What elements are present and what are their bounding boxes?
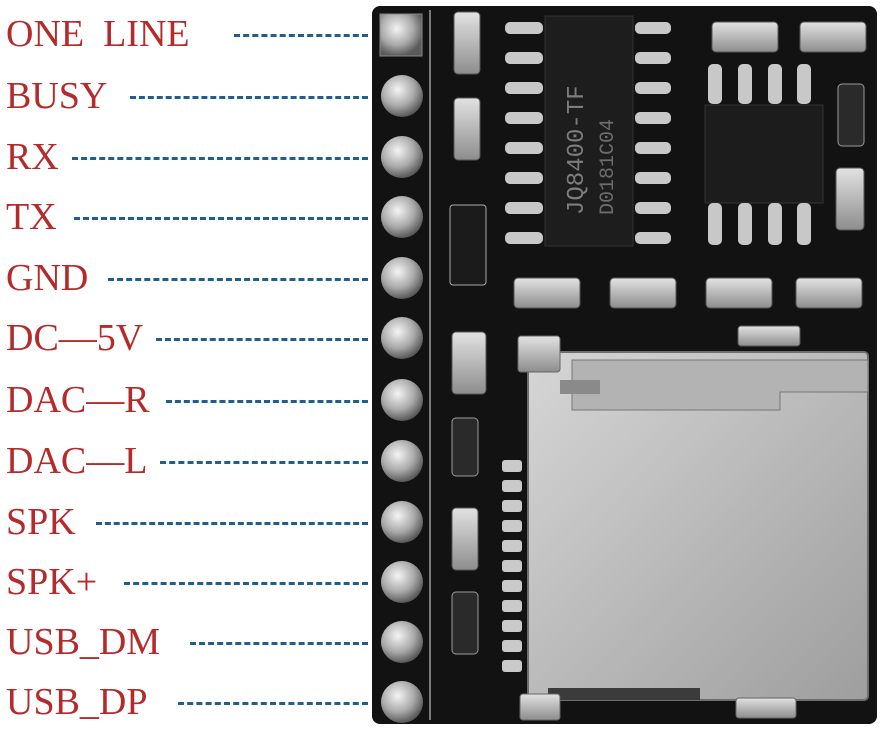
header-pad (381, 379, 423, 421)
header-pad (381, 196, 423, 238)
header-pad (381, 75, 423, 117)
header-pad-square (379, 13, 423, 57)
pin-label-tx: TX (6, 196, 57, 238)
header-pad (381, 317, 423, 359)
leader-line-spk (96, 522, 368, 525)
leader-line-usb-dm (190, 642, 368, 645)
leader-line-dc-5v (156, 338, 368, 341)
leader-line-one-line (234, 34, 368, 37)
sd-card-slot (502, 335, 869, 721)
pin-label-dac-r: DAC—R (6, 379, 150, 421)
leader-line-dac-l (160, 461, 368, 464)
leader-line-spk-plus (124, 582, 368, 585)
pin-label-spk-plus: SPK+ (6, 561, 98, 603)
pin-label-dac-l: DAC—L (6, 440, 148, 482)
header-pad (381, 440, 423, 482)
leader-line-gnd (108, 278, 368, 281)
main-chip: JQ8400-TF D0181C04 (505, 15, 671, 247)
header-pads (379, 13, 423, 723)
pin-label-gnd: GND (6, 257, 89, 299)
pin-label-busy: BUSY (6, 75, 108, 117)
header-pad (381, 561, 423, 603)
chip-marking-line-2: D0181C04 (597, 119, 620, 215)
leader-line-rx (72, 157, 368, 160)
amplifier-chip (704, 64, 824, 245)
pin-label-usb-dp: USB_DP (6, 681, 148, 723)
chip-marking-line-1: JQ8400-TF (564, 85, 591, 215)
smd-components (449, 11, 867, 655)
leader-line-busy (130, 96, 368, 99)
header-pad (381, 681, 423, 723)
header-pad (381, 136, 423, 178)
header-pad (381, 501, 423, 543)
pin-label-rx: RX (6, 136, 59, 178)
pin-label-one-line: ONE LINE (6, 13, 190, 55)
pin-label-usb-dm: USB_DM (6, 621, 161, 663)
leader-line-tx (74, 217, 368, 220)
leader-line-dac-r (166, 400, 368, 403)
leader-line-usb-dp (178, 702, 368, 705)
header-pad (381, 257, 423, 299)
pin-label-dc-5v: DC—5V (6, 317, 144, 359)
pin-label-spk: SPK (6, 501, 76, 543)
header-pad (381, 621, 423, 663)
